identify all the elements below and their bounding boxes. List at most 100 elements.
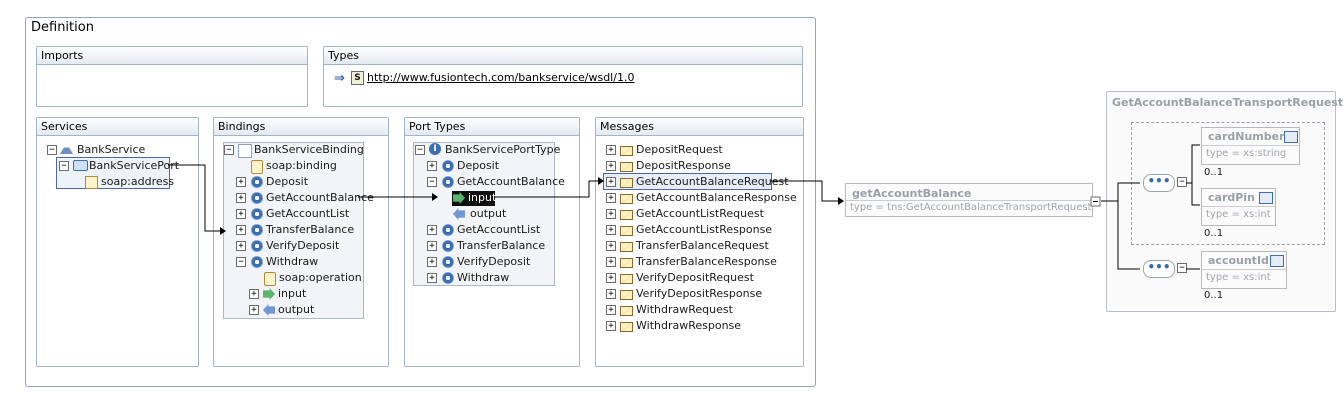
message-item[interactable]: GetAccountBalanceRequest: [636, 175, 789, 188]
message-item[interactable]: GetAccountListResponse: [636, 223, 773, 236]
expand-icon[interactable]: +: [606, 273, 616, 283]
service-item[interactable]: BankService: [77, 143, 146, 156]
sequence-compositor-icon[interactable]: •••: [1143, 260, 1175, 278]
part-type: type = tns:GetAccountBalanceTransportReq…: [850, 202, 1092, 213]
expand-icon[interactable]: +: [236, 209, 246, 219]
arrowhead-icon: [598, 177, 604, 185]
collapse-icon[interactable]: −: [1177, 177, 1187, 187]
port-types-panel[interactable]: Port Types − I BankServicePortType + Dep…: [404, 117, 580, 367]
message-item[interactable]: GetAccountListRequest: [636, 207, 764, 220]
element-name: accountId: [1208, 254, 1269, 267]
port-type-operation[interactable]: TransferBalance: [457, 239, 546, 252]
bindings-panel[interactable]: Bindings − BankServiceBinding soap:bindi…: [213, 117, 389, 367]
element-type: type = xs:int: [1206, 272, 1271, 283]
message-icon: [620, 306, 633, 316]
message-item[interactable]: VerifyDepositRequest: [636, 271, 754, 284]
binding-operation[interactable]: GetAccountBalance: [266, 191, 374, 204]
expand-icon[interactable]: +: [606, 305, 616, 315]
porttype-to-message-connector: [494, 180, 602, 198]
expand-icon[interactable]: +: [249, 305, 259, 315]
port-type-operation[interactable]: Withdraw: [457, 271, 510, 284]
imports-panel[interactable]: Imports: [36, 46, 308, 107]
expand-icon[interactable]: +: [606, 225, 616, 235]
message-icon: [620, 226, 633, 236]
collapse-icon[interactable]: −: [224, 145, 234, 155]
port-item[interactable]: BankServicePort: [89, 159, 180, 172]
element-card-number[interactable]: cardNumber type = xs:string: [1201, 127, 1300, 165]
expand-icon[interactable]: +: [606, 321, 616, 331]
message-item[interactable]: VerifyDepositResponse: [636, 287, 763, 300]
expand-icon[interactable]: +: [249, 289, 259, 299]
element-account-id[interactable]: accountId type = xs:int: [1201, 251, 1287, 289]
port-type-operation[interactable]: GetAccountList: [457, 223, 541, 236]
sequence-compositor-icon[interactable]: •••: [1143, 174, 1175, 192]
part-name: getAccountBalance: [852, 187, 972, 200]
binding-input[interactable]: input: [278, 287, 307, 300]
binding-output[interactable]: output: [278, 303, 315, 316]
port-type-operation[interactable]: VerifyDeposit: [457, 255, 531, 268]
message-item[interactable]: DepositResponse: [636, 159, 731, 172]
expand-icon[interactable]: +: [236, 177, 246, 187]
address-item[interactable]: soap:address: [101, 175, 175, 188]
collapse-icon[interactable]: −: [59, 161, 69, 171]
binding-operation[interactable]: Withdraw: [266, 255, 319, 268]
address-icon: [85, 176, 98, 189]
message-item[interactable]: TransferBalanceResponse: [636, 255, 777, 268]
expand-icon[interactable]: +: [606, 209, 616, 219]
collapse-icon[interactable]: −: [236, 257, 246, 267]
expand-icon[interactable]: +: [606, 161, 616, 171]
services-panel[interactable]: Services − BankService − BankServicePort…: [36, 117, 199, 367]
binding-operation[interactable]: Deposit: [266, 175, 309, 188]
expand-icon[interactable]: +: [427, 257, 437, 267]
expand-icon[interactable]: +: [606, 193, 616, 203]
message-item[interactable]: DepositRequest: [636, 143, 723, 156]
bindings-title: Bindings: [214, 118, 388, 136]
binding-operation[interactable]: GetAccountList: [266, 207, 350, 220]
expand-icon[interactable]: +: [606, 257, 616, 267]
port-type-output[interactable]: output: [470, 207, 507, 220]
expand-icon[interactable]: +: [606, 145, 616, 155]
soap-operation-item[interactable]: soap:operation: [279, 271, 362, 284]
message-item[interactable]: WithdrawResponse: [636, 319, 742, 332]
types-panel[interactable]: Types ⇒ S http://www.fusiontech.com/bank…: [323, 46, 803, 107]
expand-icon[interactable]: +: [606, 289, 616, 299]
expand-icon[interactable]: +: [606, 241, 616, 251]
port-type-operation[interactable]: Deposit: [457, 159, 500, 172]
port-type-operation[interactable]: GetAccountBalance: [457, 175, 565, 188]
binding-root[interactable]: BankServiceBinding: [254, 143, 364, 156]
port-type-root[interactable]: BankServicePortType: [445, 143, 561, 156]
message-selection: [603, 173, 772, 190]
message-item[interactable]: WithdrawRequest: [636, 303, 733, 316]
element-card-pin[interactable]: cardPin type = xs:int: [1201, 188, 1276, 226]
port-type-input[interactable]: input: [468, 191, 497, 204]
element-type: type = xs:string: [1206, 148, 1287, 159]
element-divider: [1202, 206, 1275, 207]
collapse-icon[interactable]: −: [47, 145, 57, 155]
expand-icon[interactable]: +: [236, 241, 246, 251]
messages-panel[interactable]: Messages + DepositRequest + DepositRespo…: [595, 117, 804, 367]
message-part-box[interactable]: getAccountBalance type = tns:GetAccountB…: [845, 183, 1093, 217]
operation-icon: [251, 176, 263, 188]
operation-icon: [251, 256, 263, 268]
binding-operation[interactable]: VerifyDeposit: [266, 239, 340, 252]
input-selected-row[interactable]: [452, 191, 495, 206]
soap-binding-item[interactable]: soap:binding: [266, 159, 337, 172]
binding-operation[interactable]: TransferBalance: [266, 223, 355, 236]
output-arrow-icon: [263, 304, 275, 316]
message-item[interactable]: GetAccountBalanceResponse: [636, 191, 797, 204]
types-url-link[interactable]: http://www.fusiontech.com/bankservice/ws…: [367, 71, 635, 84]
collapse-icon[interactable]: −: [415, 145, 425, 155]
expand-icon[interactable]: +: [606, 177, 616, 187]
expand-icon[interactable]: +: [427, 161, 437, 171]
collapse-icon[interactable]: −: [1177, 263, 1187, 273]
expand-icon[interactable]: +: [236, 193, 246, 203]
expand-icon[interactable]: +: [427, 273, 437, 283]
expand-icon[interactable]: +: [236, 225, 246, 235]
message-icon: [620, 194, 633, 204]
message-item[interactable]: TransferBalanceRequest: [636, 239, 769, 252]
collapse-icon[interactable]: −: [427, 177, 437, 187]
operation-icon: [251, 208, 263, 220]
expand-icon[interactable]: +: [427, 225, 437, 235]
expand-icon[interactable]: +: [427, 241, 437, 251]
